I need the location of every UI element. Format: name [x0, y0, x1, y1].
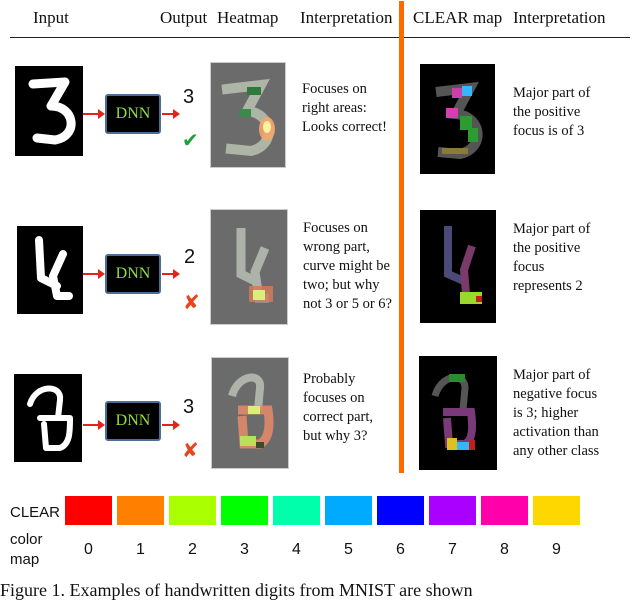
header-rule-right: [402, 37, 630, 38]
clear-interpretation-row1: Major part of the positive focus is of 3: [513, 85, 591, 139]
header-interpretation-right: Interpretation: [513, 8, 606, 27]
heatmap-interpretation-row3: Probably focuses on correct part, but wh…: [303, 371, 374, 444]
header-output: Output: [160, 8, 208, 27]
dnn-box-row2: DNN: [105, 254, 161, 294]
legend-swatch-9: [533, 496, 580, 525]
clear-map-overlay: [444, 226, 482, 304]
legend-swatch-3: [221, 496, 268, 525]
heatmap-interpretation-row1: Focuses on right areas: Looks correct!: [302, 81, 387, 135]
header-clear-map: CLEAR map: [413, 8, 503, 27]
clear-map-image-row1: [420, 64, 495, 174]
heatmap-image-row1: [210, 62, 286, 168]
dnn-label: DNN: [115, 412, 151, 429]
legend-digit-label: 9: [552, 541, 561, 558]
heatmap-overlay: [221, 78, 275, 157]
input-arrow-row2: [83, 269, 105, 279]
legend-digit-label: 5: [344, 541, 353, 558]
output-value-row3: 3: [183, 396, 195, 418]
legend-swatch-4: [273, 496, 320, 525]
legend-digit-label: 2: [188, 541, 197, 558]
output-value-row2: 2: [184, 246, 196, 268]
heatmap-image-row3: [211, 357, 289, 469]
output-arrow-row1: [162, 109, 180, 119]
figure-caption: Figure 1. Examples of handwritten digits…: [0, 580, 473, 600]
legend-swatch-5: [325, 496, 372, 525]
legend-swatch-2: [169, 496, 216, 525]
cross-icon: ✘: [182, 438, 199, 462]
heatmap-image-row2: [210, 209, 288, 325]
legend-digit-label: 4: [292, 541, 301, 558]
cross-icon: ✘: [183, 290, 200, 314]
legend-label-line3: map: [10, 551, 40, 568]
dnn-box-row3: DNN: [105, 401, 161, 441]
heatmap-overlay: [236, 228, 273, 303]
clear-interpretation-row3: Major part of negative focus is 3; highe…: [513, 367, 600, 459]
legend-digit-label: 1: [136, 541, 145, 558]
header-heatmap: Heatmap: [217, 8, 279, 27]
legend-label-line2: color: [10, 531, 43, 548]
legend-digit-label: 3: [240, 541, 249, 558]
legend-swatch-6: [377, 496, 424, 525]
clear-map-image-row2: [420, 210, 496, 323]
clear-interpretation-row2: Major part of the positive focus represe…: [513, 221, 591, 294]
dnn-label: DNN: [115, 105, 151, 122]
legend-swatch-0: [65, 496, 112, 525]
clear-map-overlay: [431, 374, 477, 450]
output-value-row1: 3: [183, 86, 195, 108]
digit-3-glyph: [28, 77, 76, 145]
legend-swatch-8: [481, 496, 528, 525]
input-digit-image-row1: [15, 66, 83, 156]
header-input: Input: [33, 8, 69, 27]
input-digit-image-row2: [17, 226, 83, 314]
dnn-label: DNN: [115, 265, 151, 282]
output-arrow-row3: [162, 420, 180, 430]
input-arrow-row1: [83, 109, 105, 119]
digit-2-glyph: [27, 385, 73, 451]
heatmap-overlay: [228, 373, 274, 449]
output-arrow-row2: [162, 269, 180, 279]
dnn-box-row1: DNN: [105, 94, 161, 134]
legend-digit-label: 0: [84, 541, 93, 558]
clear-map-image-row3: [419, 356, 497, 470]
legend-digit-label: 8: [500, 541, 509, 558]
digit-4-glyph: [35, 236, 73, 300]
legend-digit-label: 6: [396, 541, 405, 558]
input-digit-image-row3: [14, 374, 82, 462]
legend-label-line1: CLEAR: [10, 504, 61, 521]
clear-map-overlay: [435, 81, 483, 160]
heatmap-interpretation-row2: Focuses on wrong part, curve might be tw…: [303, 220, 392, 312]
legend-swatch-7: [429, 496, 476, 525]
header-interpretation-left: Interpretation: [300, 8, 393, 27]
legend-digit-label: 7: [448, 541, 457, 558]
section-divider: [399, 1, 404, 473]
check-icon: ✔: [182, 128, 199, 152]
header-rule: [10, 37, 432, 38]
input-arrow-row3: [83, 420, 105, 430]
legend-swatch-1: [117, 496, 164, 525]
